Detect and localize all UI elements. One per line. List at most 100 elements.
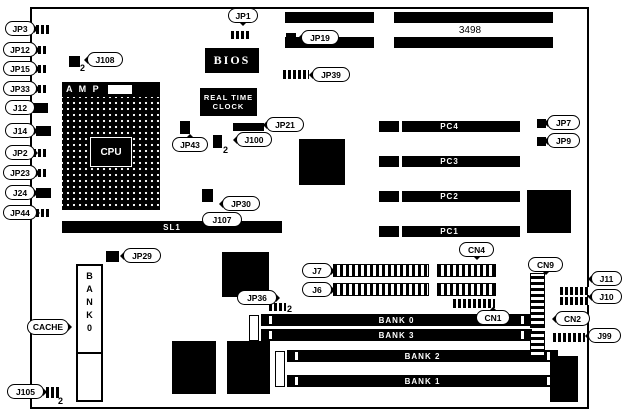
jp19-jumper [286,33,296,43]
callout-j11: J11 [591,271,622,286]
callout-jp19: JP19 [301,30,339,45]
callout-j99: J99 [588,328,621,343]
pci-slot-pc3: PC3 [379,156,520,167]
jp7-jumper [537,119,546,128]
callout-j24: J24 [5,185,35,200]
chipset-ic [172,341,216,394]
callout-j7: J7 [302,263,332,278]
cache-bank-letter: K [86,310,93,320]
rtc-label-line2: CLOCK [212,102,245,111]
callout-cn1: CN1 [476,310,510,325]
pin2-marker-jp36: 2 [287,304,293,314]
isa-slot [394,12,553,23]
callout-j107: J107 [202,212,242,227]
isa-slot [285,12,374,23]
j100-connector [213,135,222,148]
callout-cn4: CN4 [459,242,494,257]
cpu-socket-amp-bar: A M P [62,82,160,97]
cn2-header-connector [530,331,545,359]
simm-slot-bank3: BANK 3 [261,329,532,341]
cpu-label: CPU [90,137,132,167]
simm-latch [275,351,285,387]
callout-jp33: JP33 [3,81,37,96]
callout-j108: J108 [87,52,123,67]
cache-bank-divider [76,352,103,354]
j11-connector [560,287,590,295]
pci-slot-pc4: PC4 [379,121,520,132]
callout-jp23: JP23 [3,165,37,180]
jp1-jumper [231,31,249,39]
cn4-header-connector [437,283,496,296]
callout-cache: CACHE [27,319,69,335]
jp44-jumper [36,209,50,217]
cn9-header-connector [530,273,545,328]
callout-jp3: JP3 [5,21,35,36]
cache-bank-letter: A [86,284,93,294]
callout-j105: J105 [7,384,44,399]
callout-jp15: JP15 [3,61,37,76]
callout-jp36: JP36 [237,290,277,305]
callout-jp29: JP29 [123,248,161,263]
simm-slot-bank1: BANK 1 [287,375,558,387]
j14-connector [36,126,51,136]
jp21-jumper [233,123,264,131]
callout-jp43: JP43 [172,137,208,152]
cpu-socket: CPU [62,97,160,210]
callout-j12: J12 [5,100,35,115]
callout-jp44: JP44 [3,205,37,220]
jp36-jumper [269,303,286,311]
callout-j14: J14 [5,123,35,138]
amp-label: A M P [66,84,101,94]
callout-jp30: JP30 [222,196,260,211]
real-time-clock-chip: REAL TIME CLOCK [200,88,257,116]
simm-slot-bank0: BANK 0 [261,314,532,326]
j24-connector [36,188,51,198]
jp3-jumper [36,25,51,34]
jp9-jumper [537,137,546,146]
simm-latch [249,315,259,341]
callout-jp9: JP9 [547,133,580,148]
chipset-ic [227,341,270,394]
chipset-ic [299,139,345,185]
jp30-jumper [202,189,213,202]
simm-slot-bank2: BANK 2 [287,350,558,362]
jp39-jumper [283,70,309,79]
callout-jp21: JP21 [266,117,304,132]
j7-header-connector [333,264,429,277]
callout-j10: J10 [591,289,622,304]
chipset-ic [527,190,571,233]
callout-jp2: JP2 [5,145,35,160]
callout-jp7: JP7 [547,115,580,130]
bios-chip: BIOS [205,48,259,73]
cache-bank-letter: N [86,297,93,307]
cn4-header-connector [437,264,496,277]
cache-bank-letter: B [86,271,93,281]
jp43-jumper [180,121,190,134]
callout-j100: J100 [236,132,272,147]
pin2-marker-j105: 2 [58,396,64,406]
j105-connector [46,387,59,398]
callout-cn9: CN9 [528,257,563,272]
jp29-jumper [106,251,119,262]
callout-jp12: JP12 [3,42,37,57]
callout-jp1: JP1 [228,8,258,23]
pin2-marker-j108: 2 [80,63,86,73]
callout-j6: J6 [302,282,332,297]
pin2-marker-j100: 2 [223,145,229,155]
cn1-connector [453,299,495,308]
chipset-part-number: 3498 [458,25,482,36]
j12-connector [33,103,48,113]
sl1-slot: SL1 [62,221,282,233]
rtc-label-line1: REAL TIME [203,92,254,102]
pci-slot-pc1: PC1 [379,226,520,237]
cache-sram-bank: B A N K 0 [76,264,103,402]
callout-jp39: JP39 [312,67,350,82]
amp-white-tag [108,85,132,94]
j99-connector [553,333,585,342]
callout-cn2: CN2 [555,311,590,326]
cache-bank-letter: 0 [86,323,92,333]
isa-slot [394,37,553,48]
j10-connector [560,297,590,305]
jp2-jumper [33,149,46,157]
